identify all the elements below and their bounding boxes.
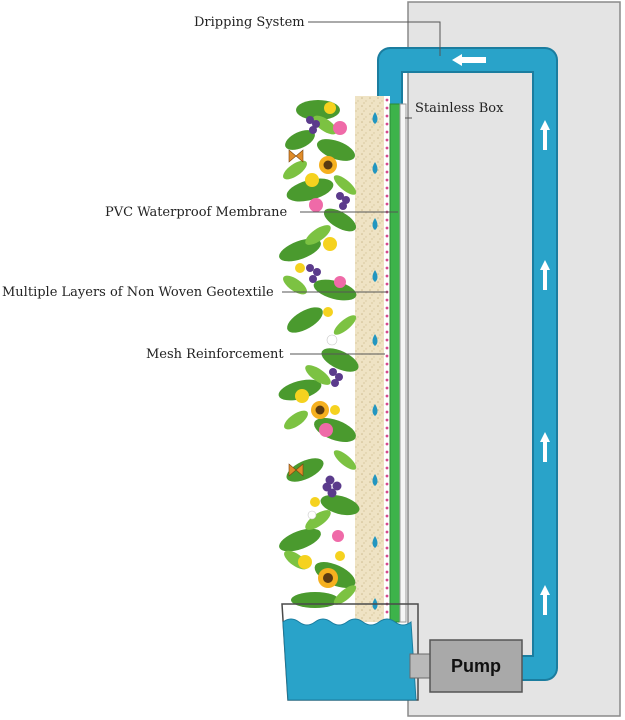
grape-icon <box>306 116 350 498</box>
butterfly-icon <box>288 149 304 477</box>
flow-arrow-icon <box>540 120 550 615</box>
mesh-reinforcement-layer <box>384 96 390 622</box>
tank-pump-connector <box>409 653 433 679</box>
water-drop-icon <box>372 112 378 610</box>
geotextile-label: Multiple Layers of Non Woven Geotextile <box>2 285 274 300</box>
geotextile-layer <box>355 96 386 622</box>
leader-lines <box>282 21 441 355</box>
flow-arrow-icon <box>452 54 486 66</box>
pvc-membrane-layer <box>389 103 401 623</box>
flower-icon <box>307 334 338 520</box>
flower-icon <box>295 102 345 569</box>
pvc-membrane-label: PVC Waterproof Membrane <box>105 205 287 220</box>
flower-icon <box>311 156 338 588</box>
water-tank <box>281 603 419 701</box>
stainless-box-label: Stainless Box <box>415 101 504 116</box>
water-pipe <box>377 47 558 681</box>
pump-box <box>429 639 523 693</box>
wall-panel <box>407 1 621 717</box>
flower-icon <box>309 121 347 542</box>
mesh-reinforcement-label: Mesh Reinforcement <box>146 347 284 362</box>
dripping-system-label: Dripping System <box>194 15 305 30</box>
pump-label: Pump <box>451 656 501 676</box>
stainless-box-strip <box>399 103 407 623</box>
